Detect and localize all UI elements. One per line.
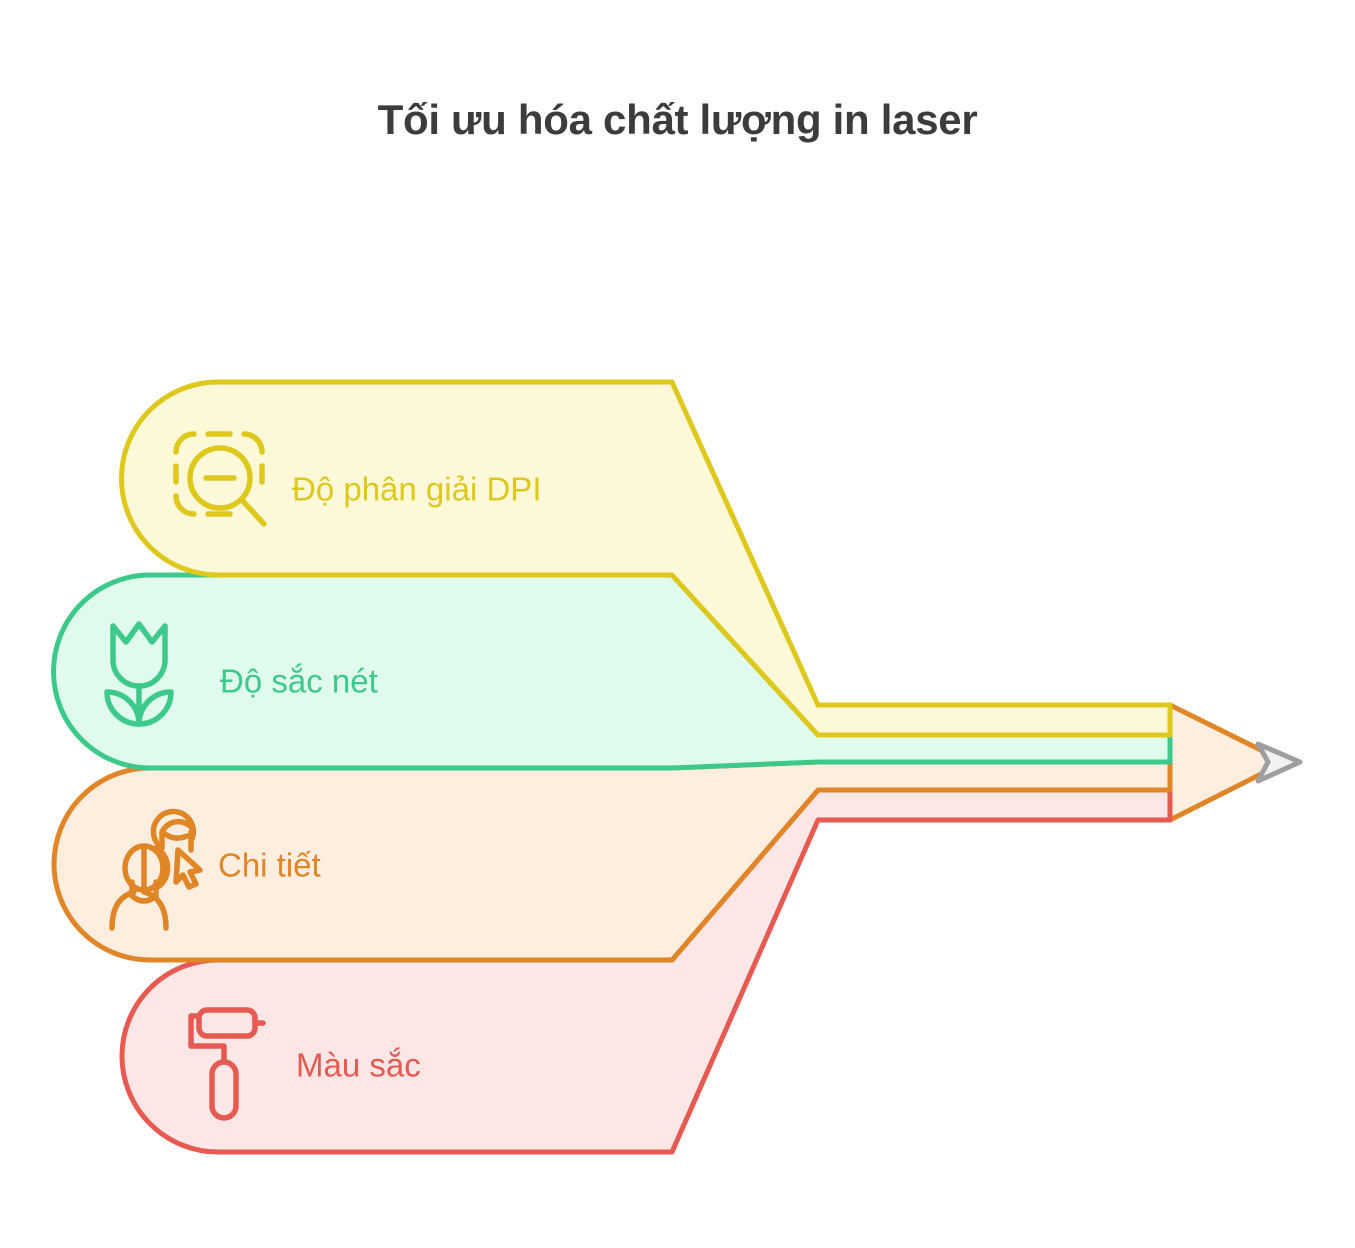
bar-color-label: Màu sắc	[296, 1047, 421, 1084]
bar-dpi-shape	[119, 379, 1173, 738]
bar-dpi-label: Độ phân giải DPI	[292, 471, 541, 508]
paint-roller-icon	[188, 1007, 266, 1121]
bar-color-shape	[119, 787, 1173, 1155]
tulip-flower-icon	[104, 621, 174, 727]
bar-detail[interactable]: Chi tiết	[51, 759, 1173, 963]
bar-detail-label: Chi tiết	[218, 847, 321, 884]
bar-dpi[interactable]: Độ phân giải DPI	[119, 379, 1173, 738]
graphite-tip-shape	[1255, 741, 1303, 784]
people-cursor-icon	[109, 808, 203, 931]
bar-color[interactable]: Màu sắc	[119, 787, 1173, 1155]
page-title: Tối ưu hóa chất lượng in laser	[377, 96, 978, 143]
zoom-out-selection-icon	[173, 431, 267, 527]
graphite-tip-icon	[1255, 741, 1303, 784]
bar-detail-shape	[51, 759, 1173, 963]
bar-sharpness-shape	[51, 572, 1173, 771]
bar-sharpness[interactable]: Độ sắc nét	[51, 572, 1173, 771]
bar-sharpness-label: Độ sắc nét	[220, 663, 378, 700]
